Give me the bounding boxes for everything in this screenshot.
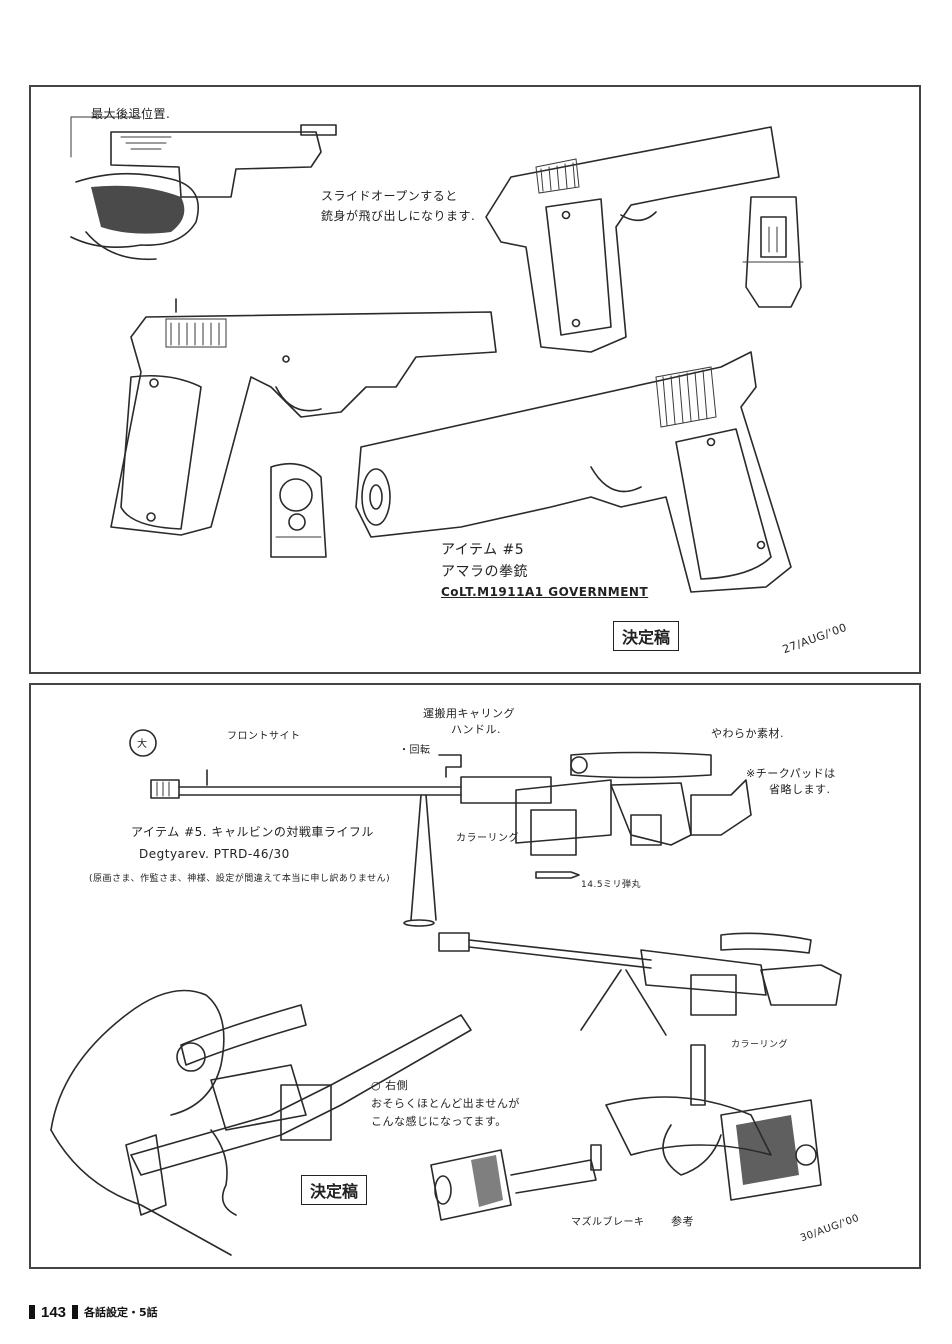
caption-item-name: アマラの拳銃 <box>441 564 528 580</box>
rifle-caption-item: アイテム #5. キャルビンの対戦車ライフル <box>131 825 374 839</box>
note-collar-ring-detail: カラーリング <box>731 1040 789 1050</box>
note-slide-open-line1: スライドオープンすると <box>321 189 458 203</box>
pistol-three-quarter-drawing <box>485 126 780 353</box>
note-muzzle-brake: マズルブレーキ <box>571 1217 645 1228</box>
final-draft-stamp: 決定稿 <box>613 621 680 651</box>
page-footer: 143 各話設定・5話 <box>29 1302 158 1322</box>
note-cheekpad-line2: 省略します. <box>769 783 831 796</box>
note-scope-material: やわらか素材. <box>711 727 784 740</box>
pistol-front-view-drawing <box>270 462 327 558</box>
sheet-panel-rifle: フロントサイト 大 運搬用キャリング ハンドル. ・回転 やわらか素材. ※チー… <box>29 683 921 1269</box>
rifle-side-view-drawing <box>150 751 752 927</box>
note-collar-ring: カラーリング <box>456 833 519 844</box>
note-carry-handle-line1: 運搬用キャリング <box>423 707 515 720</box>
note-slide-max-position: 最大後退位置. <box>91 107 171 121</box>
note-cheekpad-line1: ※チークパッドは <box>746 767 836 780</box>
note-right-side-line1: ○ 右側 <box>371 1079 409 1092</box>
note-rotate: ・回転 <box>399 745 431 756</box>
note-right-side-line2: おそらくほとんど出ませんが <box>371 1097 520 1110</box>
rifle-angled-drawing <box>438 932 842 1036</box>
caption-item-number: アイテム #5 <box>441 542 525 558</box>
person-aiming-rifle-drawing <box>50 989 472 1256</box>
section-title: 各話設定・5話 <box>84 1306 158 1319</box>
footer-bar-left <box>29 1305 35 1319</box>
note-slide-open-line2: 銃身が飛び出しになります. <box>321 209 476 223</box>
final-draft-stamp-rifle: 決定稿 <box>301 1175 368 1205</box>
sheet-panel-pistol: 最大後退位置. スライドオープンすると 銃身が飛び出しになります. アイテム #… <box>29 85 921 674</box>
pistol-sketch <box>70 116 804 593</box>
ammo-drawing <box>535 871 580 879</box>
note-carry-handle-line2: ハンドル. <box>451 723 501 736</box>
note-right-side-line3: こんな感じになってます。 <box>371 1115 507 1128</box>
rifle-sketch <box>50 729 842 1256</box>
rifle-caption-apology: (原画さま、作監さま、神様、設定が間違えて本当に申し訳ありません) <box>89 874 391 884</box>
note-ammo: 14.5ミリ弾丸 <box>581 880 642 890</box>
pistol-rear-view-drawing <box>742 196 804 308</box>
pistol-front-angle-drawing <box>355 351 792 593</box>
muzzle-brake-detail-drawing <box>430 1144 602 1221</box>
footer-bar-right <box>72 1305 79 1319</box>
rifle-caption-model: Degtyarev. PTRD-46/30 <box>139 847 290 861</box>
pistol-side-view-drawing <box>110 298 497 536</box>
caption-model-name: CoLT.M1911A1 GOVERNMENT <box>441 585 649 599</box>
collar-ring-detail-drawing <box>605 1044 822 1201</box>
circled-mark <box>129 729 157 757</box>
note-front-sight: フロントサイト <box>227 731 301 742</box>
slide-open-pistol-drawing <box>70 116 337 261</box>
page-number: 143 <box>41 1303 67 1321</box>
note-circled: 大 <box>137 739 148 750</box>
note-reference: 参考 <box>671 1215 694 1228</box>
